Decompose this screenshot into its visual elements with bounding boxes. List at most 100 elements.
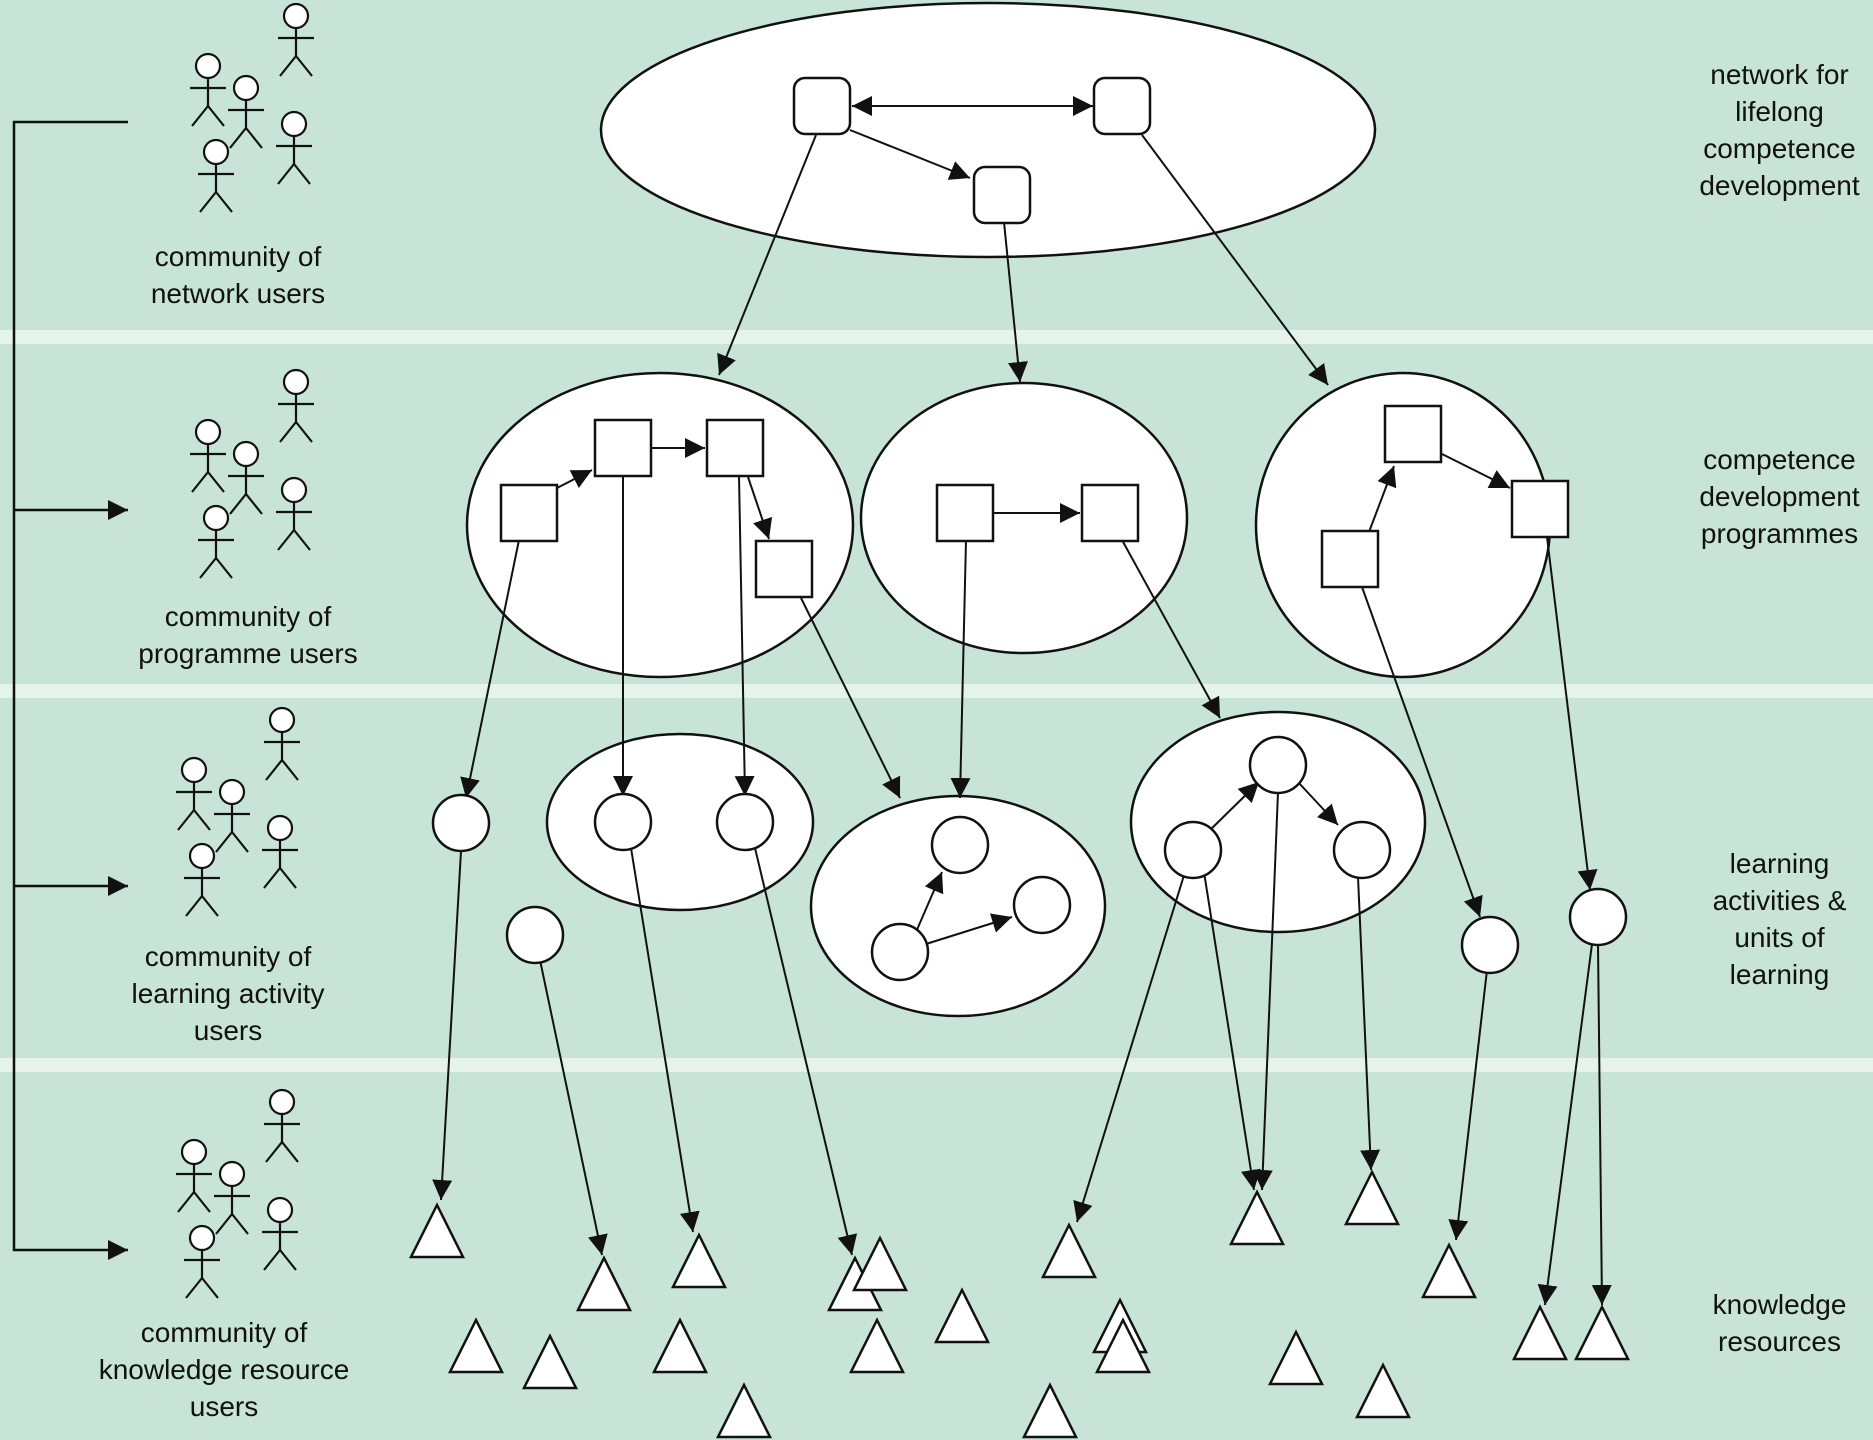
circle-icon [870,922,930,982]
circle-icon [1012,875,1072,935]
layer-description-line: resources [1718,1326,1841,1357]
network-nodes [792,76,1152,225]
arrow [1591,943,1612,1306]
arrow [1003,221,1028,383]
learning-units [431,735,1628,982]
triangle-icon [1420,1242,1478,1299]
triangle-icon [1573,1304,1631,1361]
square-icon [1080,483,1140,543]
stick-figure-icon [228,74,264,149]
arrow [460,539,520,799]
triangle-icon [1021,1382,1079,1439]
stick-figure-icon [190,418,226,493]
triangle-icon [521,1333,579,1390]
circle-icon [505,905,565,965]
layer-description-line: network for [1710,59,1849,90]
arrow [950,539,971,799]
network-ellipse-group [599,1,1377,259]
triangle-icon [1228,1189,1286,1246]
arrow [754,847,858,1256]
arrow [1141,134,1329,386]
community-bracket [12,120,128,1260]
arrow [1448,969,1488,1241]
triangle-icon [1040,1222,1098,1279]
layer-description-network: network for lifelong competence developm… [1692,56,1867,204]
network-ellipse [599,1,1377,259]
community-network-users [190,2,314,213]
arrow [747,476,773,540]
layer-description-line: learning [1729,959,1830,990]
arrow [432,850,462,1201]
square-icon [1510,479,1570,539]
community-label-line: knowledge resource [98,1354,350,1385]
square-icon [754,539,814,599]
layer-description-line: programmes [1700,518,1859,549]
layer-description-learning: learning activities & units of learning [1692,845,1867,993]
arrow [925,913,1013,945]
community-label-line: users [193,1015,263,1046]
programme-ellipse-2 [859,381,1189,655]
programme-steps [499,404,1570,599]
community-label-programme: community of programme users [108,598,388,672]
arrow [915,871,944,933]
stick-figure-icon [214,1160,250,1235]
triangle-icon [1354,1362,1412,1419]
circle-icon [1332,820,1392,880]
square-icon [935,483,995,543]
square-icon [705,418,765,478]
layer-description-line: units of [1734,922,1825,953]
arrow [1368,465,1397,533]
arrow [1121,539,1221,719]
arrow [1206,781,1260,834]
circle-icon [930,815,990,875]
community-label-learning: community of learning activity users [98,938,358,1049]
community-programme-users [190,368,314,579]
stick-figure-icon [176,756,212,831]
stick-figure-icon [198,138,234,213]
community-label-line: users [189,1391,259,1422]
stick-figure-icon [276,476,312,551]
triangle-icon [651,1317,709,1374]
stick-figure-icon [214,778,250,853]
stick-figure-icon [262,1196,298,1271]
rounded-square-icon [1092,76,1152,136]
arrow [556,469,593,489]
triangle-icon [1267,1329,1325,1386]
community-label-network: community of network users [108,238,368,312]
layer-description-line: competence [1703,444,1856,475]
triangle-icon [670,1232,728,1289]
circle-icon [593,792,653,852]
community-label-knowledge: community of knowledge resource users [74,1314,374,1425]
layer-description-line: development [1699,170,1860,201]
rounded-square-icon [792,76,852,136]
bracket-spine [12,120,128,1260]
layer-description-programmes: competence development programmes [1692,441,1867,552]
layer-description-line: development [1699,481,1860,512]
arrow [1252,791,1279,1191]
circle-icon [1248,735,1308,795]
circle-icon [1568,887,1628,947]
arrow [1361,586,1483,918]
arrow [1546,536,1598,891]
triangle-icon [933,1287,991,1344]
relations [432,96,1612,1306]
community-label-line: programme users [138,638,358,669]
stick-figure-icon [264,706,300,781]
knowledge-resources [408,1169,1631,1439]
arrow [849,129,971,180]
stick-figure-icon [262,814,298,889]
arrow [1203,871,1261,1191]
community-learning-activity-users [176,706,300,917]
layer-description-line: activities & [1712,885,1847,916]
arrow [1357,876,1381,1171]
stick-figure-icon [278,2,314,77]
stick-figure-icon [184,1224,220,1299]
circle-icon [1460,915,1520,975]
stick-figure-icon [278,368,314,443]
arrow [734,475,755,797]
square-icon [1383,404,1443,464]
triangle-icon [1094,1317,1152,1374]
band-separator-2 [0,684,1873,698]
stick-figure-icon [190,52,226,127]
layer-description-knowledge: knowledge resources [1692,1286,1867,1360]
